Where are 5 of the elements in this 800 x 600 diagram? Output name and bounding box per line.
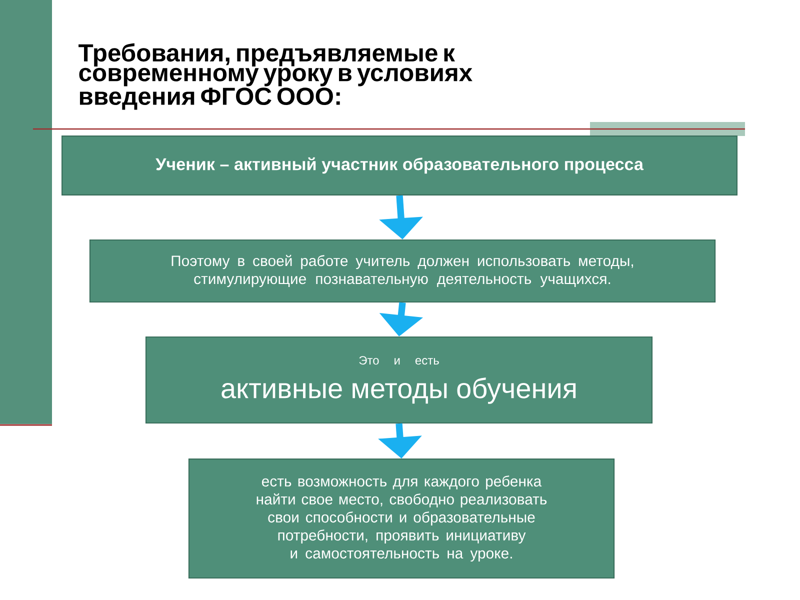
text-box: Поэтому в своей работе учитель должен использовать методы, стимулирующие познавательную деятельность учащихся. [89, 239, 716, 303]
title: Требования, предъявляемые к современному уроку в условиях введения ФГОС ООО: [78, 43, 472, 110]
text-box: Ученик – активный участник образовательного процесса [62, 136, 738, 196]
text-box: Это и есть активные методы обучения [145, 336, 653, 424]
text-box: есть возможность для каждого ребенка найти свое место, свободно реализовать свои способности и образовательные потребности, проявить инициативу и самостоятельность на уроке. [188, 458, 615, 578]
